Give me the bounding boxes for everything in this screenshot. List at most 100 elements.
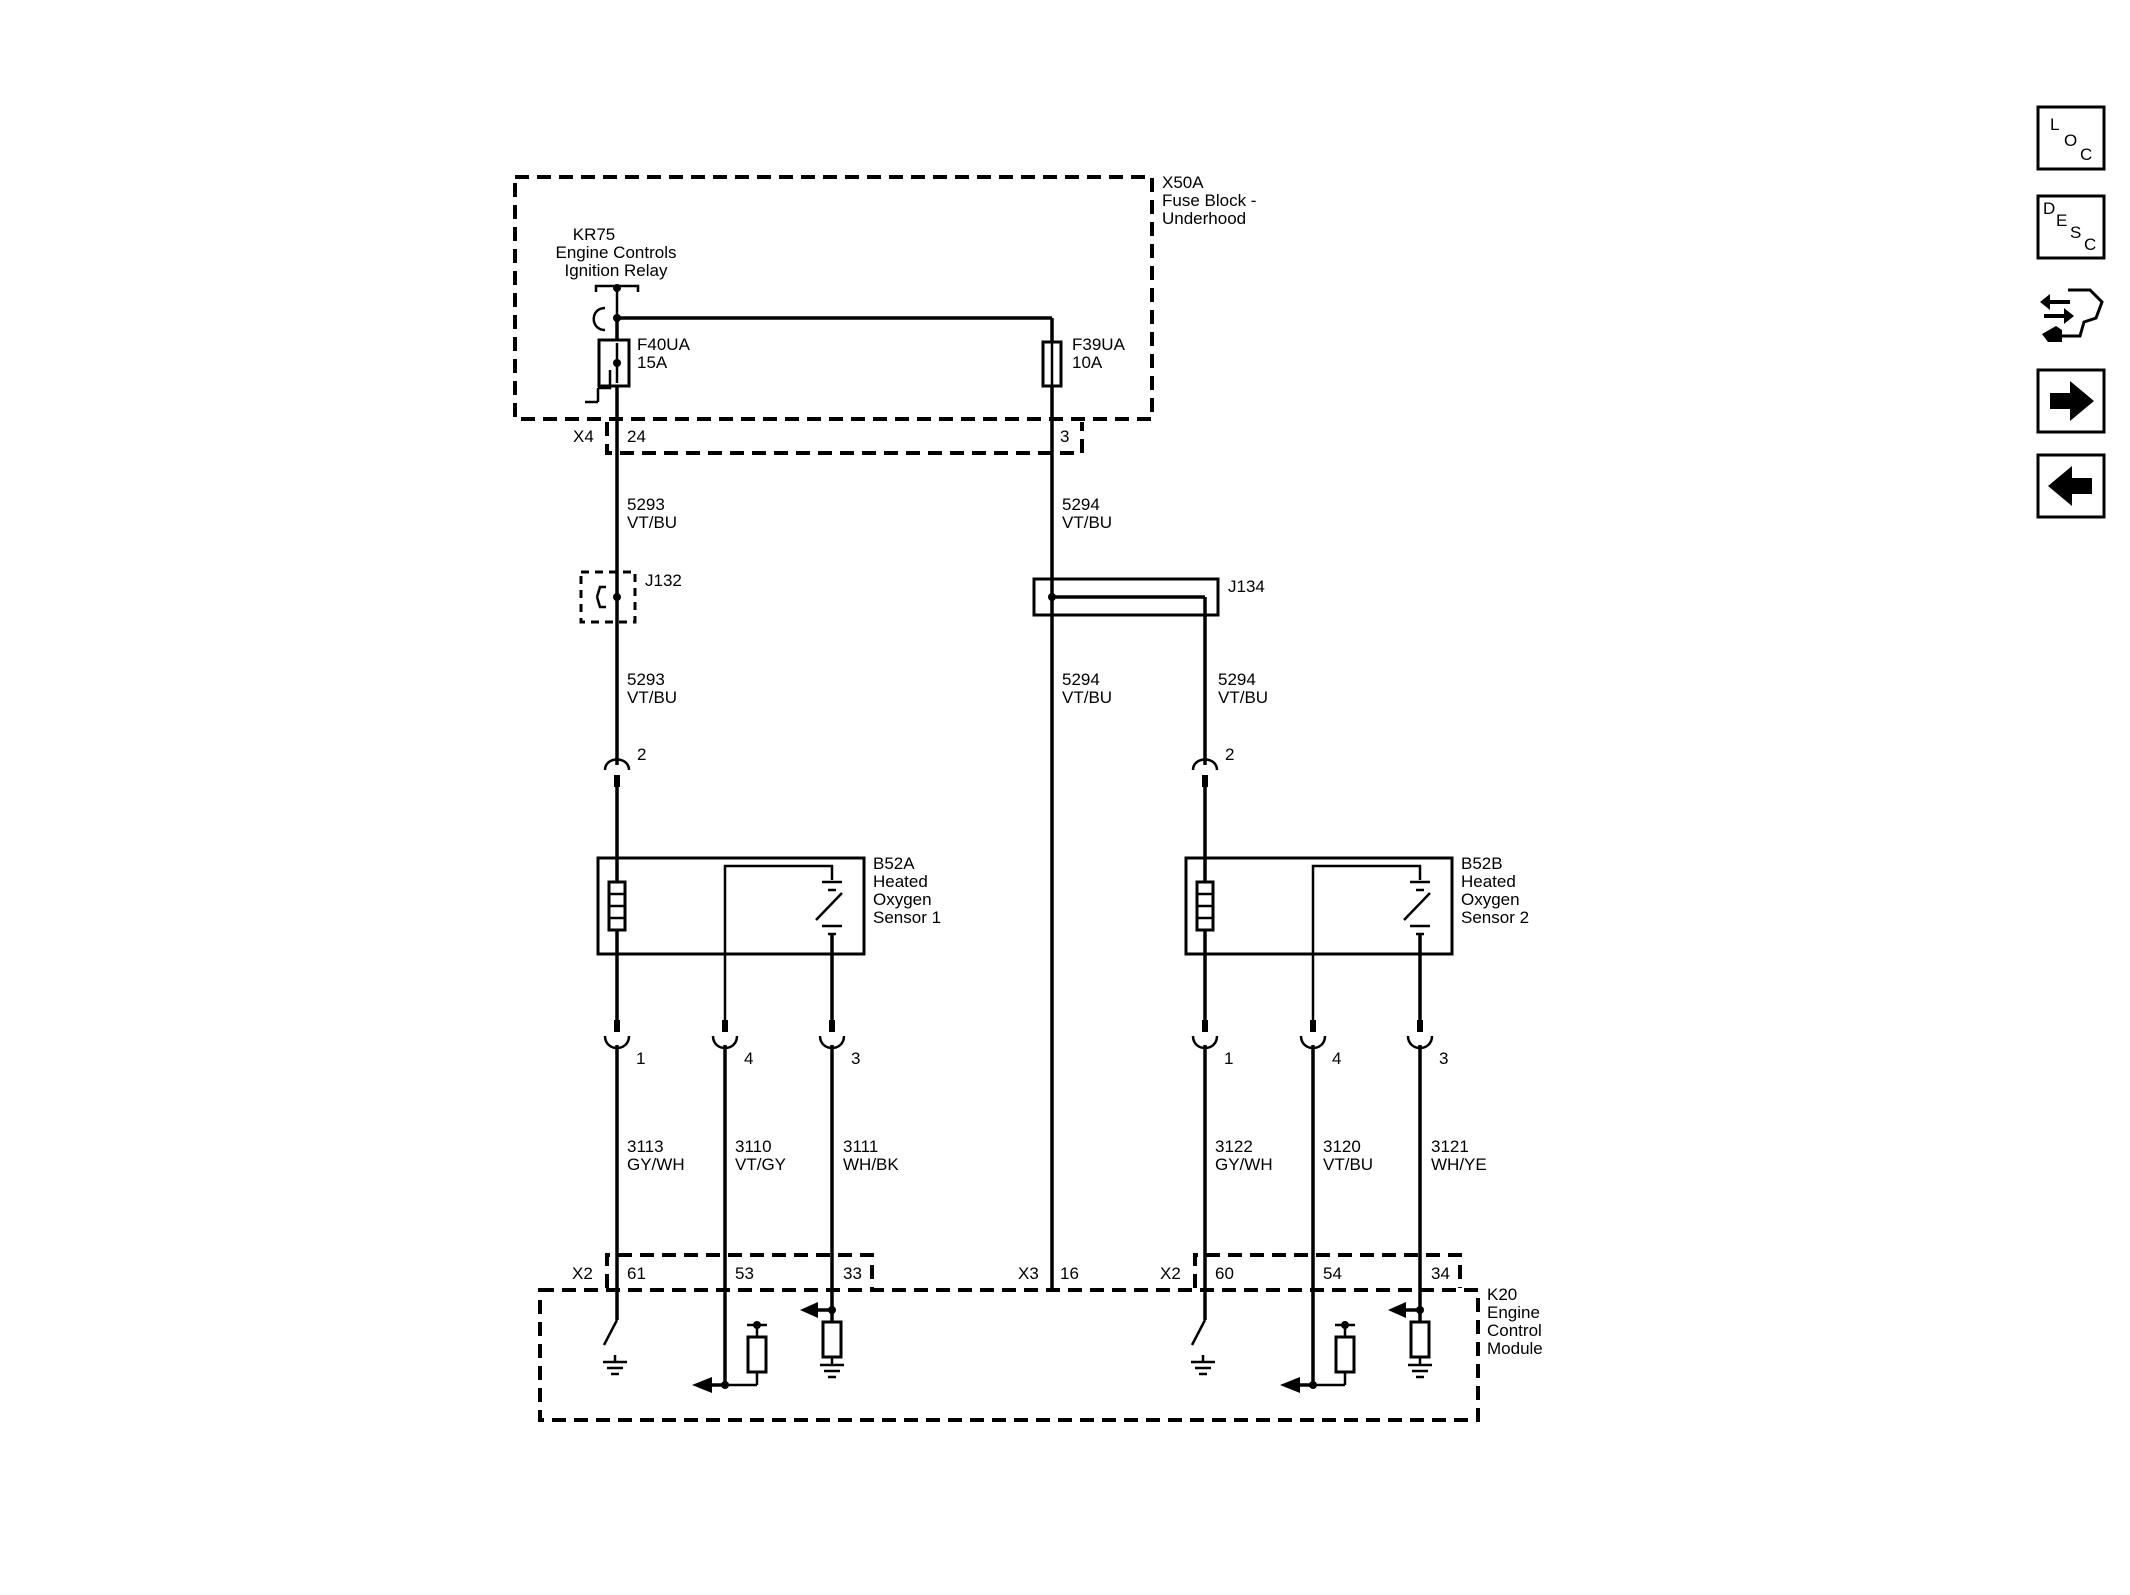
svg-text:O: O (2064, 131, 2077, 150)
s2-connector-3: 3 (1406, 1020, 1448, 1068)
ecm-id: K20 (1487, 1285, 1517, 1304)
sensor2-id: B52B (1461, 854, 1503, 873)
ecm-x2b-label: X2 (1160, 1264, 1181, 1283)
ecm-pin-34: 34 (1431, 1264, 1450, 1283)
ecm-internal-b (1190, 1302, 1432, 1393)
s2-pin-2: 2 (1225, 745, 1234, 764)
wire-3121-color: WH/YE (1431, 1155, 1487, 1174)
ecm-pin-16: 16 (1060, 1264, 1079, 1283)
ecm-pin-54: 54 (1323, 1264, 1342, 1283)
svg-text:3: 3 (851, 1049, 860, 1068)
loc-button[interactable]: L O C (2036, 105, 2106, 171)
s1-connector-4: 4 (711, 1020, 753, 1068)
fuse-block-id: X50A (1162, 173, 1204, 192)
splice-j134 (1032, 577, 1220, 617)
s2-connector-1: 1 (1191, 1020, 1233, 1068)
sensor2-l1: Heated (1461, 872, 1516, 891)
ecm-pin-61: 61 (627, 1264, 646, 1283)
sensor-b52a: B52A Heated Oxygen Sensor 1 (596, 854, 941, 1020)
splice-left-label: J132 (645, 571, 682, 590)
svg-text:4: 4 (1332, 1049, 1341, 1068)
s1-connector-3: 3 (818, 1020, 860, 1068)
svg-text:C: C (2080, 145, 2092, 164)
ecm-pin-33: 33 (843, 1264, 862, 1283)
connector-tool-button[interactable] (2036, 278, 2106, 346)
ecm-l2: Control (1487, 1321, 1542, 1340)
sensor1-l2: Oxygen (873, 890, 932, 909)
splice-right-label: J134 (1228, 577, 1265, 596)
wire-5294-color-upper: VT/BU (1062, 513, 1112, 532)
prev-button[interactable] (2036, 453, 2106, 519)
wire-3111-color: WH/BK (843, 1155, 899, 1174)
fuse-left-rating: 15A (637, 353, 668, 372)
splice-j132 (579, 570, 637, 624)
wire-3111-circuit: 3111 (843, 1137, 878, 1156)
fuse-f40ua: F40UA 15A (597, 318, 691, 388)
svg-text:4: 4 (744, 1049, 753, 1068)
prev-arrow-icon (2048, 466, 2092, 506)
relay-id: KR75 (573, 225, 616, 244)
fuse-block-name2: Underhood (1162, 209, 1246, 228)
next-arrow-icon (2050, 381, 2094, 421)
svg-text:1: 1 (636, 1049, 645, 1068)
wire-5293-circuit-upper: 5293 (627, 495, 665, 514)
wire-5294-circuit-branch: 5294 (1218, 670, 1256, 689)
wire-3110-circuit: 3110 (735, 1137, 772, 1156)
fuse-block-name1: Fuse Block - (1162, 191, 1256, 210)
next-button[interactable] (2036, 368, 2106, 434)
fuse-right-rating: 10A (1072, 353, 1103, 372)
wire-5294-circuit-mid: 5294 (1062, 670, 1100, 689)
circuit-5294: 5294 VT/BU J134 5294 VT/BU 5294 VT/BU 2 (1032, 386, 1268, 1290)
svg-text:L: L (2050, 115, 2059, 134)
s2-connector-4: 4 (1299, 1020, 1341, 1068)
svg-text:D: D (2043, 199, 2055, 218)
ecm-l3: Module (1487, 1339, 1543, 1358)
svg-text:C: C (2084, 235, 2096, 254)
sensor-b52b: B52B Heated Oxygen Sensor 2 (1184, 854, 1529, 1020)
ecm-k20: K20 Engine Control Module X2 61 53 33 X3… (538, 1253, 1543, 1422)
wire-5293-color-lower: VT/BU (627, 688, 677, 707)
wire-3120-color: VT/BU (1323, 1155, 1373, 1174)
x4-connector-label: X4 (573, 427, 594, 446)
ecm-x2a-label: X2 (572, 1264, 593, 1283)
s1-pin-2: 2 (637, 745, 646, 764)
wire-5293-color-upper: VT/BU (627, 513, 677, 532)
wire-5294-color-mid: VT/BU (1062, 688, 1112, 707)
sensor1-id: B52A (873, 854, 915, 873)
wire-3113-circuit: 3113 (627, 1137, 664, 1156)
wire-5294-color-branch: VT/BU (1218, 688, 1268, 707)
wire-3120-circuit: 3120 (1323, 1137, 1361, 1156)
relay-kr75: KR75 Engine Controls Ignition Relay (556, 225, 677, 404)
wrench-arrows-icon (2040, 288, 2104, 342)
svg-text:3: 3 (1439, 1049, 1448, 1068)
wire-5294-circuit-upper: 5294 (1062, 495, 1100, 514)
sensor1-output-wiring: 1 4 3 3113 GY/WH 3110 VT/GY 3111 WH/BK (603, 1020, 899, 1385)
svg-text:1: 1 (1224, 1049, 1233, 1068)
wire-3121-circuit: 3121 (1431, 1137, 1469, 1156)
wire-3113-color: GY/WH (627, 1155, 685, 1174)
x4-pin-24: 24 (627, 427, 646, 446)
ecm-internal-a (602, 1302, 844, 1393)
fuse-f39ua: F39UA 10A (1041, 318, 1126, 388)
relay-name2: Ignition Relay (564, 261, 668, 280)
fuse-left-id: F40UA (637, 335, 691, 354)
sensor1-l1: Heated (873, 872, 928, 891)
wire-5293-circuit-lower: 5293 (627, 670, 665, 689)
svg-text:E: E (2056, 211, 2067, 230)
ecm-pin-53: 53 (735, 1264, 754, 1283)
x4-pin-3: 3 (1060, 427, 1069, 446)
desc-button[interactable]: D E S C (2036, 194, 2106, 260)
sensor1-l3: Sensor 1 (873, 908, 941, 927)
relay-name1: Engine Controls (556, 243, 677, 262)
sensor2-l2: Oxygen (1461, 890, 1520, 909)
fuse-right-id: F39UA (1072, 335, 1126, 354)
svg-text:S: S (2070, 223, 2081, 242)
s1-connector-1: 1 (603, 1020, 645, 1068)
ecm-x3-label: X3 (1018, 1264, 1039, 1283)
wire-3110-color: VT/GY (735, 1155, 786, 1174)
circuit-5293: 5293 VT/BU J132 5293 VT/BU 2 (579, 386, 682, 860)
ecm-l1: Engine (1487, 1303, 1540, 1322)
wire-3122-circuit: 3122 (1215, 1137, 1253, 1156)
fuse-block-x50a: X50A Fuse Block - Underhood X4 24 3 (513, 173, 1256, 455)
